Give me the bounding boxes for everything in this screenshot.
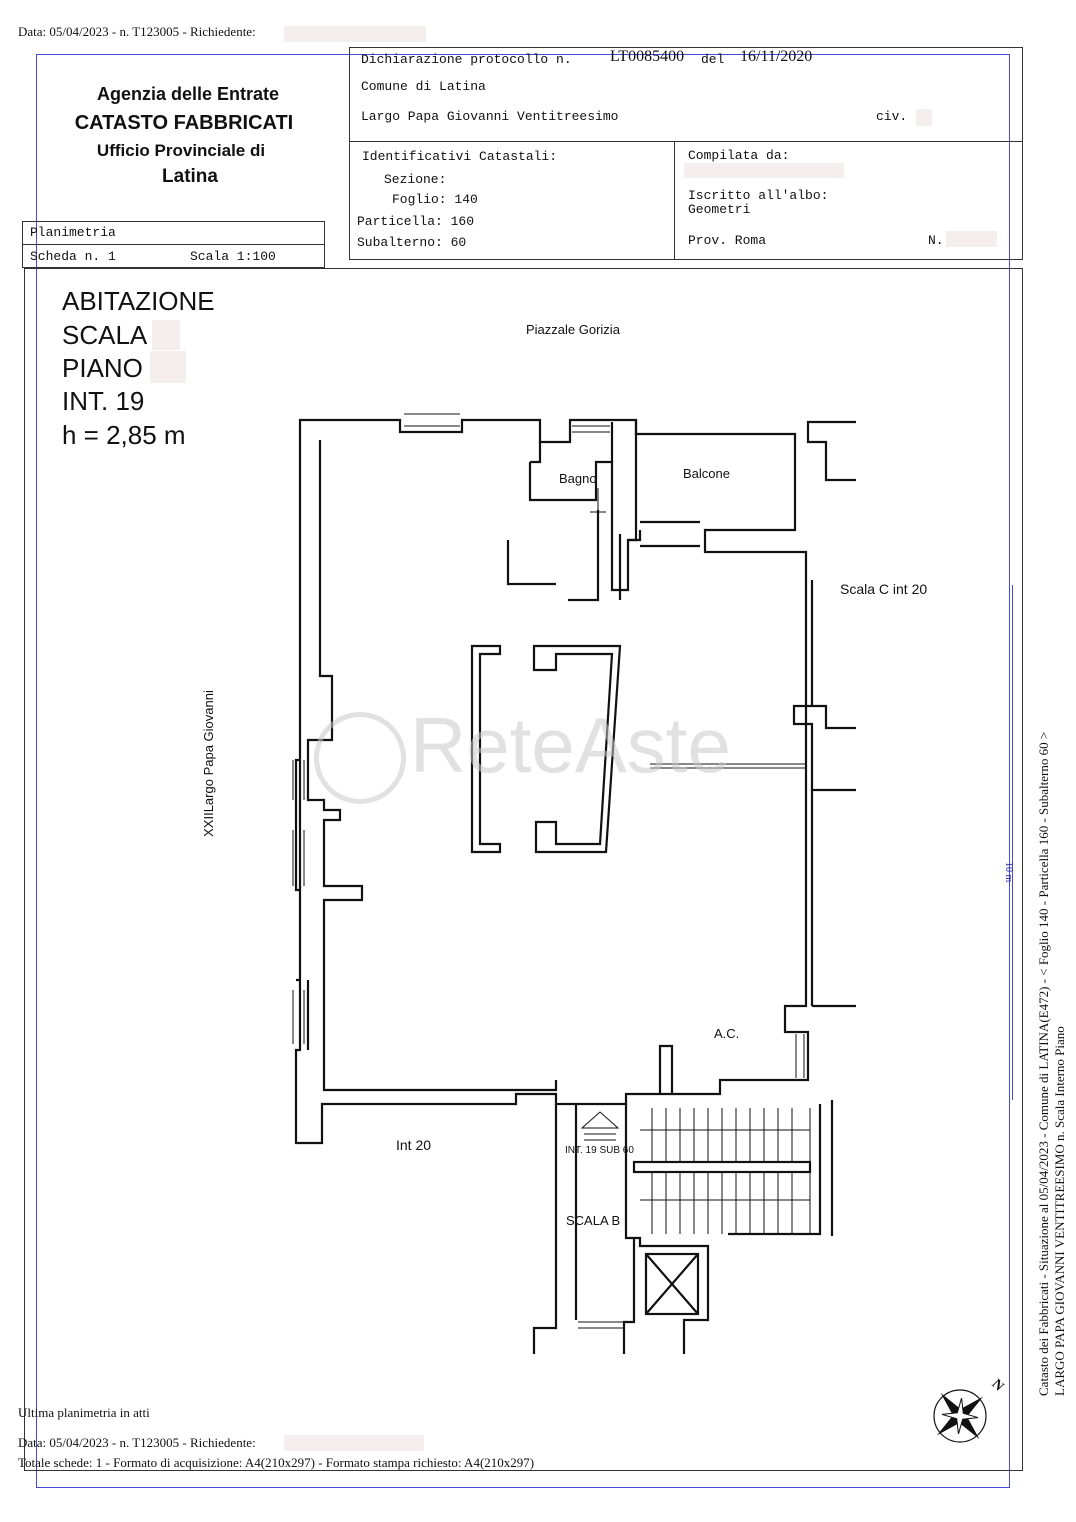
redacted-scala bbox=[152, 320, 180, 350]
unit-type: ABITAZIONE bbox=[62, 286, 215, 316]
planimetria-label: Planimetria bbox=[30, 225, 116, 240]
redacted-civ bbox=[916, 109, 932, 126]
unit-scala: SCALA bbox=[62, 320, 148, 350]
left-wall-recess bbox=[294, 758, 310, 1050]
central-block-2 bbox=[532, 644, 622, 854]
scale-ruler bbox=[1012, 585, 1013, 1100]
planimetria-divider bbox=[22, 244, 325, 245]
frame-line-left bbox=[36, 54, 37, 1488]
protocol-del: del bbox=[701, 52, 725, 67]
unit-height: h = 2,85 m bbox=[62, 420, 186, 450]
unit-piano: PIANO bbox=[62, 353, 143, 383]
bathroom-low-wall bbox=[568, 510, 600, 602]
protocol-number: LT0085400 bbox=[610, 48, 685, 65]
unit-interno: INT. 19 bbox=[62, 386, 145, 416]
compass-rose bbox=[933, 1389, 987, 1443]
door-tick-1 bbox=[590, 488, 606, 516]
n-label: N. bbox=[928, 233, 944, 248]
agency-name: Agenzia delle Entrate bbox=[96, 84, 280, 104]
protocol-label: Dichiarazione protocollo n. bbox=[361, 52, 572, 67]
particella-label: Particella: 160 bbox=[357, 214, 475, 229]
window-bath bbox=[572, 425, 610, 433]
foglio-label: Foglio: 140 bbox=[392, 192, 478, 207]
scala-b-label: SCALA B bbox=[566, 1213, 621, 1228]
stair-arrow bbox=[580, 1111, 620, 1141]
albo-label: Geometri bbox=[688, 202, 751, 217]
street-label: XXIILargo Papa Giovanni bbox=[200, 690, 216, 837]
window-left-1 bbox=[292, 760, 305, 800]
piazzale-label: Piazzale Gorizia bbox=[526, 322, 620, 337]
scheda-label: Scheda n. 1 bbox=[30, 249, 116, 264]
stair-walls bbox=[532, 1104, 710, 1354]
stair-door bbox=[578, 1321, 624, 1329]
protocol-box bbox=[349, 47, 1023, 260]
ultima-planimetria: Ultima planimetria in atti bbox=[18, 1405, 150, 1420]
compilata-title: Compilata da: bbox=[688, 148, 790, 163]
bagno-label: Bagno bbox=[559, 471, 597, 486]
iscritto-label: Iscritto all'albo: bbox=[688, 188, 829, 203]
int20-label: Int 20 bbox=[396, 1137, 432, 1153]
drawing-frame bbox=[24, 268, 1023, 1471]
redacted-compiler bbox=[684, 163, 844, 178]
closet-wall bbox=[506, 540, 556, 586]
civ-label: civ. bbox=[876, 109, 908, 124]
protocol-divider bbox=[349, 141, 1023, 142]
redacted-requester-footer bbox=[284, 1435, 424, 1451]
door-tick-2 bbox=[650, 763, 806, 769]
redacted-albo-number bbox=[946, 231, 997, 247]
identificativi-title: Identificativi Catastali: bbox=[362, 149, 558, 164]
outer-wall bbox=[294, 418, 810, 1145]
address-label: Largo Papa Giovanni Ventitreesimo bbox=[361, 109, 619, 124]
balcony-door bbox=[640, 520, 700, 548]
footer-date-line: Data: 05/04/2023 - n. T123005 - Richiede… bbox=[18, 1435, 256, 1450]
subalterno-label: Subalterno: 60 bbox=[357, 235, 467, 250]
watermark: ReteAste bbox=[410, 701, 731, 789]
side-text-line1: Catasto dei Fabbricati - Situazione al 0… bbox=[1036, 731, 1051, 1396]
scala-c-label: Scala C int 20 bbox=[840, 581, 928, 597]
elevator-shaft bbox=[644, 1252, 700, 1316]
corridor-wall bbox=[618, 530, 642, 600]
header-date-line: Data: 05/04/2023 - n. T123005 - Richiede… bbox=[18, 24, 256, 39]
stair-treads-bottom bbox=[651, 1172, 793, 1234]
scale-mark: 10 m bbox=[1003, 862, 1014, 883]
prov-label: Prov. Roma bbox=[688, 233, 767, 248]
watermark-icon bbox=[314, 712, 406, 804]
stair-outer-wall bbox=[728, 1100, 834, 1236]
scala-label: Scala 1:100 bbox=[190, 249, 276, 264]
side-text-line2: LARGO PAPA GIOVANNI VENTITREESIMO n. Sca… bbox=[1052, 1026, 1067, 1396]
bathroom-partition bbox=[530, 442, 542, 464]
footer-totale: Totale schede: 1 - Formato di acquisizio… bbox=[18, 1455, 535, 1470]
sezione-label: Sezione: bbox=[384, 172, 447, 187]
window-top bbox=[404, 413, 460, 427]
balcone-label: Balcone bbox=[683, 466, 730, 481]
stair-treads-top bbox=[651, 1108, 793, 1162]
stair-rails bbox=[640, 1108, 811, 1234]
window-left-3 bbox=[292, 990, 305, 1044]
frame-line-bottom bbox=[36, 1487, 1010, 1488]
office-city: Latina bbox=[162, 166, 218, 187]
outer-wall-right bbox=[792, 420, 856, 1008]
frame-line-right bbox=[1009, 54, 1010, 1488]
redacted-requester bbox=[284, 26, 426, 42]
window-right bbox=[795, 1034, 805, 1078]
central-block bbox=[470, 644, 502, 854]
comune-label: Comune di Latina bbox=[361, 79, 486, 94]
stair-well bbox=[632, 1160, 812, 1174]
window-left-2 bbox=[292, 830, 305, 886]
office-name: Ufficio Provinciale di bbox=[96, 141, 266, 160]
sub-marker-label: INT. 19 SUB 60 bbox=[565, 1145, 634, 1156]
redacted-piano bbox=[150, 351, 186, 383]
frame-line-top bbox=[36, 54, 1010, 55]
catasto-title: CATASTO FABBRICATI bbox=[74, 112, 294, 134]
elevator-cross bbox=[645, 1253, 699, 1315]
protocol-date: 16/11/2020 bbox=[740, 48, 813, 65]
ac-label: A.C. bbox=[714, 1026, 740, 1041]
protocol-vertical-divider bbox=[674, 141, 675, 260]
